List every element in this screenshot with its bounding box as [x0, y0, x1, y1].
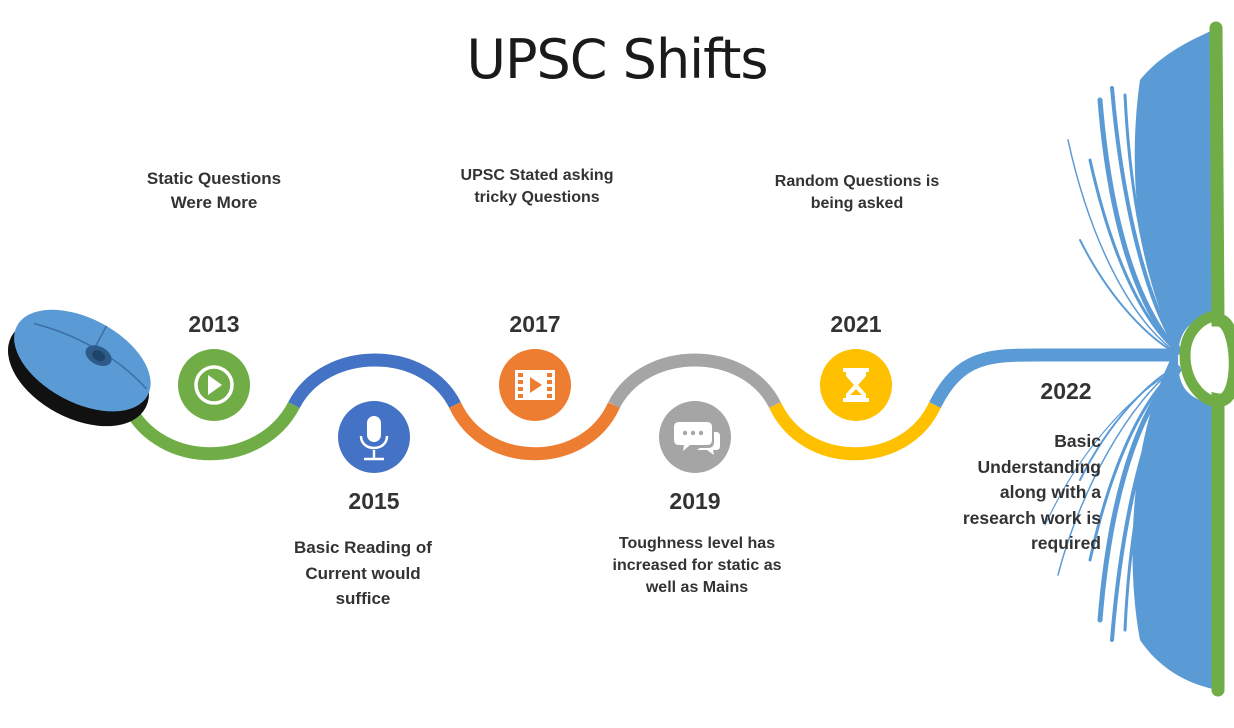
milestone-2022-year: 2022 [1040, 378, 1092, 404]
milestone-2015-year: 2015 [348, 488, 400, 514]
microphone-icon [338, 401, 410, 473]
play-icon [178, 349, 250, 421]
hourglass-icon [820, 349, 892, 421]
timeline-segment-2019 [608, 353, 781, 409]
timeline-segment-2022 [929, 348, 1178, 409]
chat-icon [659, 401, 731, 473]
milestone-2019-year: 2019 [669, 488, 721, 514]
mouse-icon [7, 309, 151, 427]
page-title: UPSC Shifts [466, 28, 768, 91]
timeline-segment-2015 [288, 353, 461, 409]
milestone-2021-year: 2021 [830, 311, 882, 337]
timeline-segment-2017 [449, 402, 620, 461]
milestone-2017-year: 2017 [509, 311, 561, 337]
timeline-segment-2021 [769, 402, 941, 461]
milestone-2013-year: 2013 [188, 311, 240, 337]
timeline-segment-2013 [122, 401, 300, 461]
film-icon [499, 349, 571, 421]
